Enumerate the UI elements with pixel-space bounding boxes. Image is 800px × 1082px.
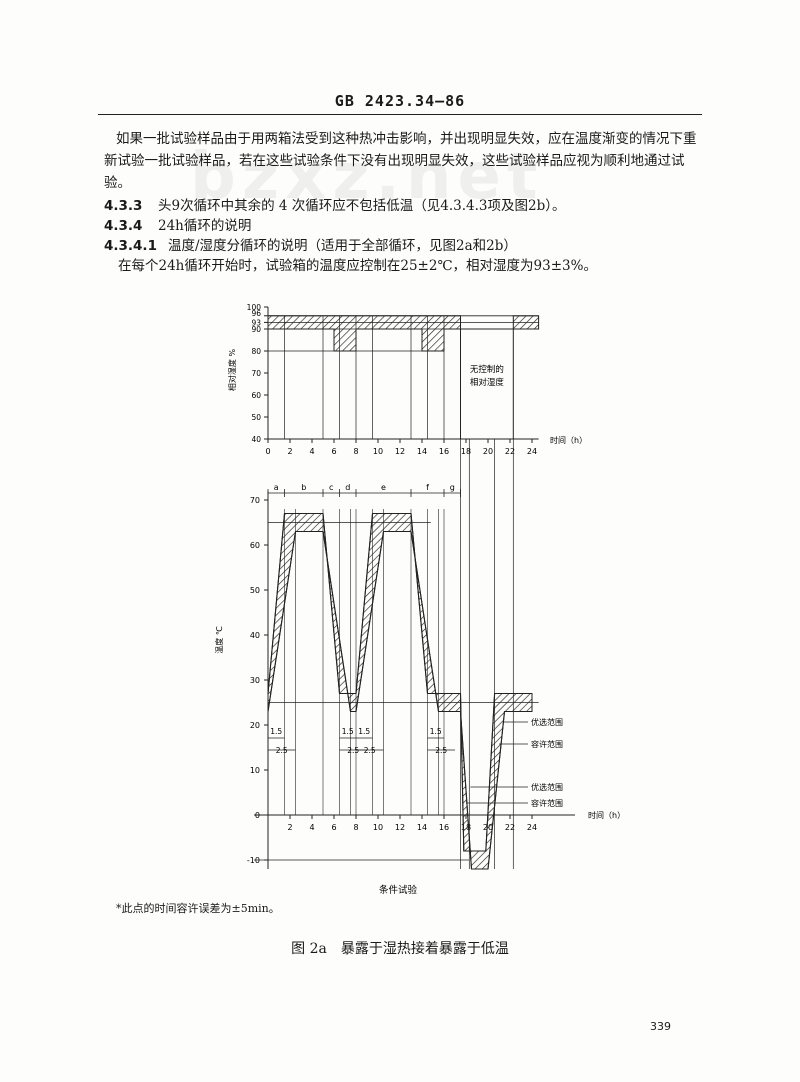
paragraph-cycle-start: 在每个24h循环开始时，试验箱的温度应控制在25±2℃，相对湿度为93±3%。 xyxy=(118,258,597,274)
x-tick-label: 8 xyxy=(353,447,358,456)
section-4-3-4: 4.3.4 24h循环的说明 xyxy=(104,214,251,234)
section-number: 4.3.4 xyxy=(104,218,143,234)
duration-label: 1.5 xyxy=(430,727,442,736)
phase-label: a xyxy=(274,483,279,492)
x-tick-label: 10 xyxy=(373,823,383,832)
x-tick-label: 4 xyxy=(309,447,314,456)
x-tick-label: 14 xyxy=(417,447,427,456)
phase-label: e xyxy=(381,483,386,492)
duration-label: 2.5 xyxy=(435,746,447,755)
legend-label: 容许范围 xyxy=(531,739,563,749)
x-axis-label: 时间（h） xyxy=(550,435,587,445)
y-tick-label: 40 xyxy=(251,435,261,444)
legend-label: 容许范围 xyxy=(531,798,563,808)
humidity-band xyxy=(267,315,461,352)
x-tick-label: 2 xyxy=(287,447,292,456)
header-rule xyxy=(98,114,702,115)
y-tick-label: 70 xyxy=(250,496,260,505)
y-tick-label: 100 xyxy=(247,303,262,312)
y-tick-label: 60 xyxy=(251,391,261,400)
y-tick-label: 93 xyxy=(251,318,261,327)
phase-label: c xyxy=(329,483,333,492)
y-axis-label: 相对湿度 % xyxy=(227,349,237,392)
humidity-band-end xyxy=(512,315,540,330)
x-tick-label: 12 xyxy=(395,447,405,456)
y-tick-label: 50 xyxy=(251,413,261,422)
y-axis-label: 温度 ℃ xyxy=(214,626,224,654)
x-tick-label: 6 xyxy=(331,447,336,456)
section-4-3-3: 4.3.3 头9次循环中其余的 4 次循环应不包括低温（见4.3.4.3项及图2b… xyxy=(104,194,565,214)
legend-label: 优选范围 xyxy=(531,782,563,792)
x-tick-label: 12 xyxy=(395,823,405,832)
temperature-chart: -1001020304050607024681012141618202224温度… xyxy=(214,439,625,896)
y-tick-label: 10 xyxy=(250,766,260,775)
x-tick-label: 8 xyxy=(353,823,358,832)
standard-header: GB 2423.34—86 xyxy=(334,92,466,110)
x-tick-label: 6 xyxy=(331,823,336,832)
duration-label: 2.5 xyxy=(364,746,376,755)
chart-title: 条件试验 xyxy=(379,884,418,896)
x-tick-label: 14 xyxy=(417,823,427,832)
phase-label: b xyxy=(301,483,306,492)
x-tick-label: 2 xyxy=(287,823,292,832)
uncontrolled-region xyxy=(460,328,514,440)
x-tick-label: 0 xyxy=(265,447,270,456)
x-tick-label: 16 xyxy=(439,447,449,456)
duration-label: 2.5 xyxy=(276,746,288,755)
watermark: bzxz.net xyxy=(190,140,544,214)
duration-label: 1.5 xyxy=(342,727,354,736)
x-axis-label: 时间（h） xyxy=(588,810,625,820)
page-number: 339 xyxy=(650,1020,671,1033)
duration-label: 1.5 xyxy=(358,727,370,736)
section-number: 4.3.3 xyxy=(104,198,143,214)
section-text: 温度/湿度分循环的说明（适用于全部循环，见图2a和2b） xyxy=(168,238,517,254)
phase-label: d xyxy=(345,483,350,492)
y-tick-label: 0 xyxy=(255,811,260,820)
phase-label: g xyxy=(450,483,455,492)
x-tick-label: 4 xyxy=(309,823,314,832)
y-tick-label: 40 xyxy=(250,631,260,640)
x-tick-label: 18 xyxy=(461,447,471,456)
paragraph-1: 如果一批试验样品由于用两箱法受到这种热冲击影响，并出现明显失效，应在温度渐变的情… xyxy=(104,131,697,191)
x-tick-label: 24 xyxy=(527,447,537,456)
y-tick-label: 30 xyxy=(250,676,260,685)
section-number: 4.3.4.1 xyxy=(104,238,157,254)
y-tick-label: 20 xyxy=(250,721,260,730)
y-tick-label: 96 xyxy=(251,309,261,318)
annotation-line-1: 无控制的 xyxy=(470,364,504,375)
section-text: 头9次循环中其余的 4 次循环应不包括低温（见4.3.4.3项及图2b）。 xyxy=(158,198,566,214)
legend-label: 优选范围 xyxy=(531,717,563,727)
x-tick-label: 22 xyxy=(505,447,515,456)
section-4-3-4-1: 4.3.4.1 温度/湿度分循环的说明（适用于全部循环，见图2a和2b） xyxy=(104,234,517,254)
y-tick-label: 70 xyxy=(251,369,261,378)
x-tick-label: 10 xyxy=(373,447,383,456)
duration-label: 1.5 xyxy=(270,727,282,736)
phase-label: f xyxy=(426,483,429,492)
y-tick-label: 50 xyxy=(250,586,260,595)
x-tick-label: 16 xyxy=(439,823,449,832)
footnote: *此点的时间容许误差为±5min。 xyxy=(116,902,280,915)
y-tick-label: 80 xyxy=(251,347,261,356)
x-tick-label: 22 xyxy=(505,823,515,832)
y-tick-label: 90 xyxy=(251,325,261,334)
y-tick-label: -10 xyxy=(247,856,260,865)
annotation-line-2: 相对湿度 xyxy=(470,377,505,388)
duration-label: 2.5 xyxy=(347,746,359,755)
y-tick-label: 60 xyxy=(250,541,260,550)
section-text: 24h循环的说明 xyxy=(158,218,252,234)
x-tick-label: 20 xyxy=(483,447,493,456)
figure-caption: 图 2a 暴露于湿热接着暴露于低温 xyxy=(291,941,509,957)
x-tick-label: 24 xyxy=(527,823,537,832)
